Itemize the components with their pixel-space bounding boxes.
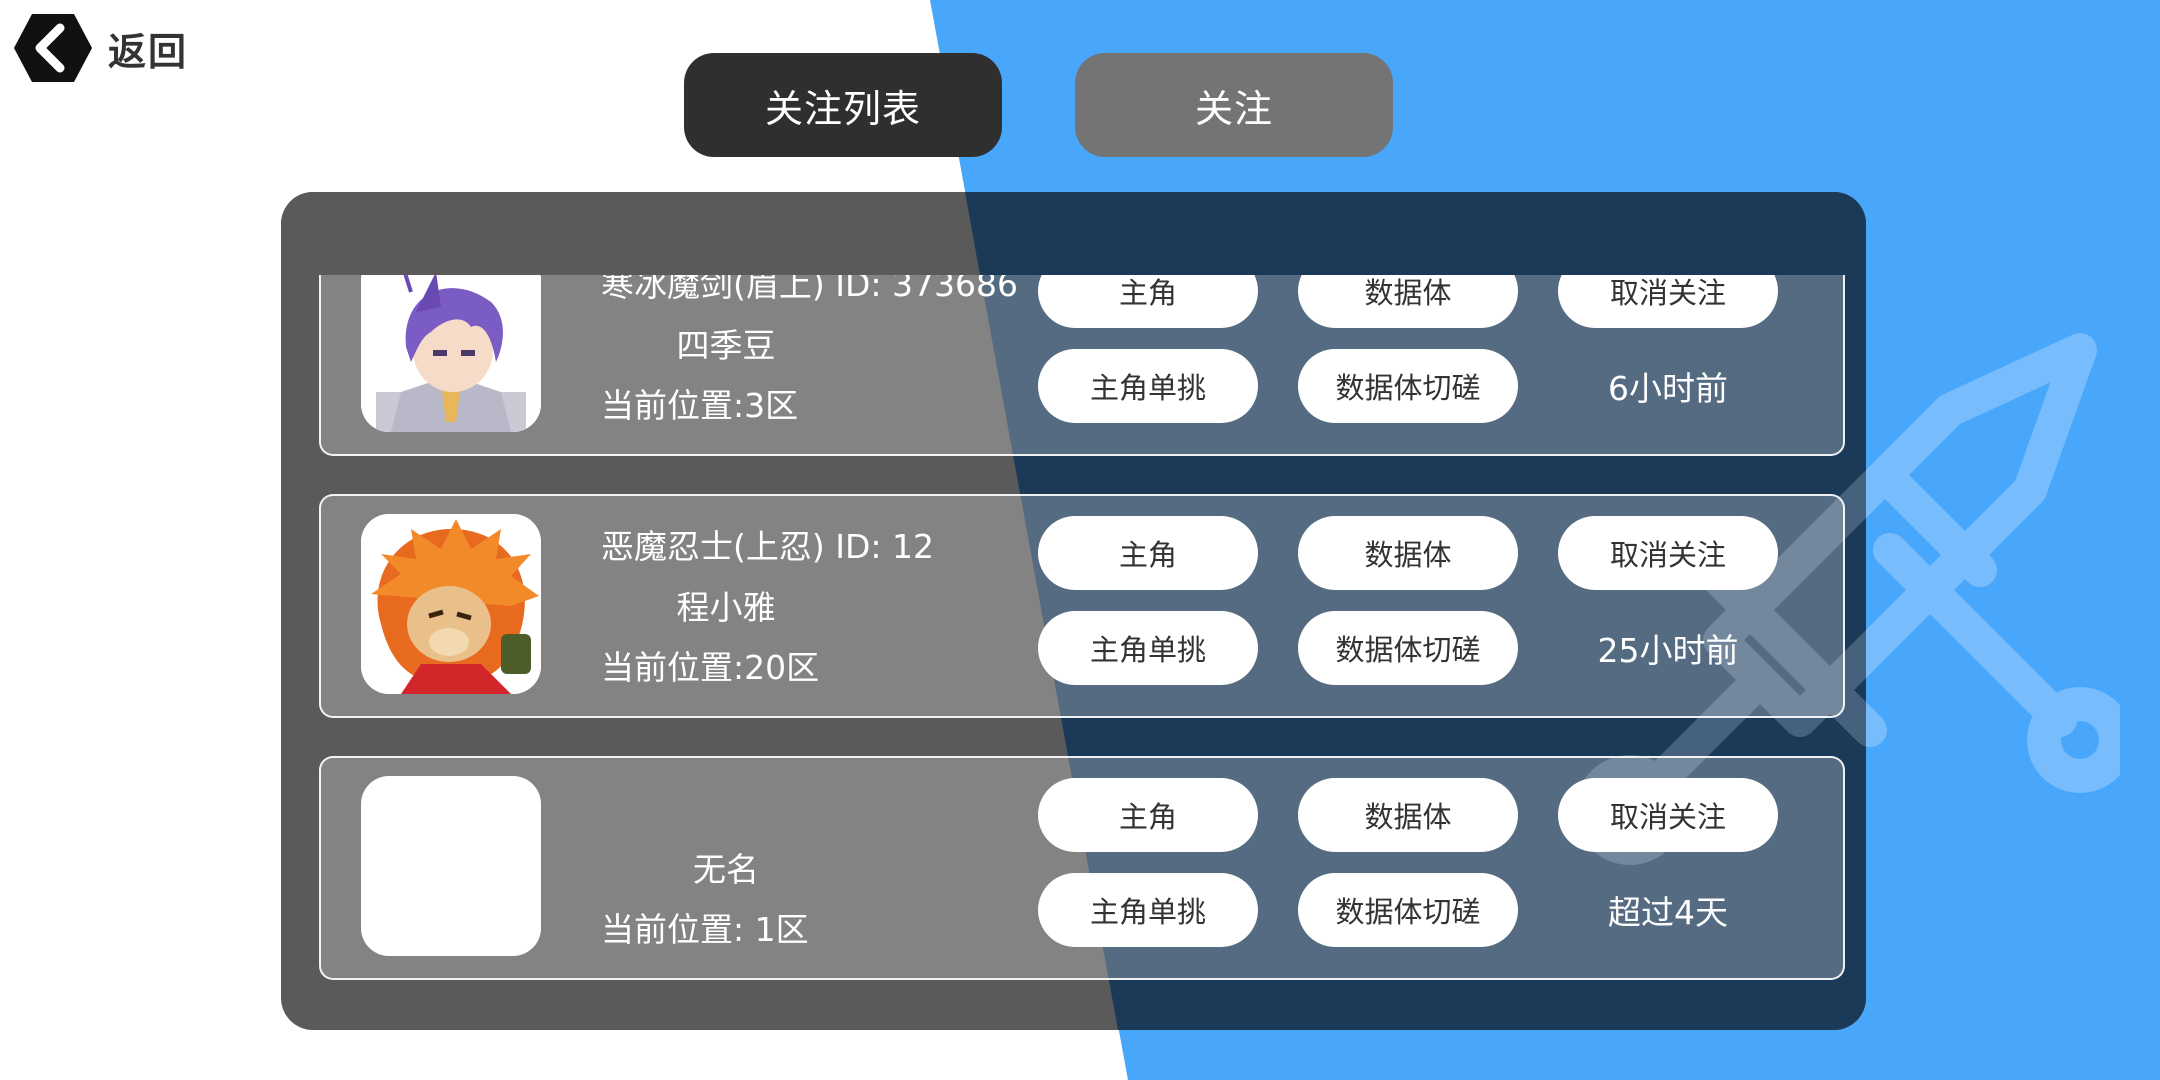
hero-button[interactable]: 主角: [1038, 778, 1258, 852]
unfollow-button[interactable]: 取消关注: [1558, 516, 1778, 590]
player-nickname: 程小雅: [676, 588, 776, 627]
panel-header: [281, 192, 1866, 275]
hero-title: 恶魔忍士(上忍) ID: 12: [601, 520, 934, 568]
player-location: 当前位置:3区: [601, 386, 799, 425]
hero-button[interactable]: 主角: [1038, 275, 1258, 328]
hero-button[interactable]: 主角: [1038, 516, 1258, 590]
data-body-button[interactable]: 数据体: [1298, 516, 1518, 590]
data-body-spar-button[interactable]: 数据体切磋: [1298, 611, 1518, 685]
data-body-button[interactable]: 数据体: [1298, 275, 1518, 328]
hero-name: 恶魔忍士(上忍): [601, 527, 825, 566]
player-id: ID: 12: [835, 527, 934, 566]
data-body-spar-button[interactable]: 数据体切磋: [1298, 873, 1518, 947]
data-body-spar-button[interactable]: 数据体切磋: [1298, 349, 1518, 423]
follow-card: 寒冰魔剑(眉上) ID: 373686 四季豆 当前位置:3区 主角 数据体 取…: [319, 275, 1845, 456]
unfollow-button[interactable]: 取消关注: [1558, 275, 1778, 328]
back-label: 返回: [108, 29, 189, 74]
panel-header-navy: [965, 192, 1866, 275]
last-seen: 超过4天: [1608, 893, 1728, 932]
hero-name: 寒冰魔剑(眉上): [601, 275, 825, 304]
player-location: 当前位置:20区: [601, 648, 820, 687]
purple-hair-knight-avatar[interactable]: [361, 275, 541, 432]
player-location: 当前位置: 1区: [601, 910, 809, 949]
data-body-button[interactable]: 数据体: [1298, 778, 1518, 852]
tab-follow[interactable]: 关注: [1075, 53, 1393, 157]
lion-warrior-avatar[interactable]: [361, 514, 541, 694]
hero-duel-button[interactable]: 主角单挑: [1038, 611, 1258, 685]
last-seen: 25小时前: [1597, 631, 1739, 670]
player-nickname: 四季豆: [676, 326, 776, 365]
blank-avatar[interactable]: [361, 776, 541, 956]
unfollow-button[interactable]: 取消关注: [1558, 778, 1778, 852]
follow-card: 恶魔忍士(上忍) ID: 12 程小雅 当前位置:20区 主角 数据体 取消关注…: [319, 494, 1845, 718]
follow-card: 无名 当前位置: 1区 主角 数据体 取消关注 主角单挑 数据体切磋 超过4天: [319, 756, 1845, 980]
last-seen: 6小时前: [1608, 369, 1728, 408]
hero-title: 寒冰魔剑(眉上) ID: 373686: [601, 275, 1018, 306]
hero-duel-button[interactable]: 主角单挑: [1038, 873, 1258, 947]
follow-list-panel: 寒冰魔剑(眉上) ID: 373686 四季豆 当前位置:3区 主角 数据体 取…: [281, 192, 1866, 1030]
follow-list-scroll[interactable]: 寒冰魔剑(眉上) ID: 373686 四季豆 当前位置:3区 主角 数据体 取…: [281, 275, 1866, 1030]
player-id: ID: 373686: [835, 275, 1018, 304]
tab-follow-list[interactable]: 关注列表: [684, 53, 1002, 157]
hero-duel-button[interactable]: 主角单挑: [1038, 349, 1258, 423]
back-button[interactable]: 返回: [12, 12, 188, 84]
player-nickname: 无名: [693, 850, 759, 889]
back-arrow-icon: [14, 14, 92, 82]
